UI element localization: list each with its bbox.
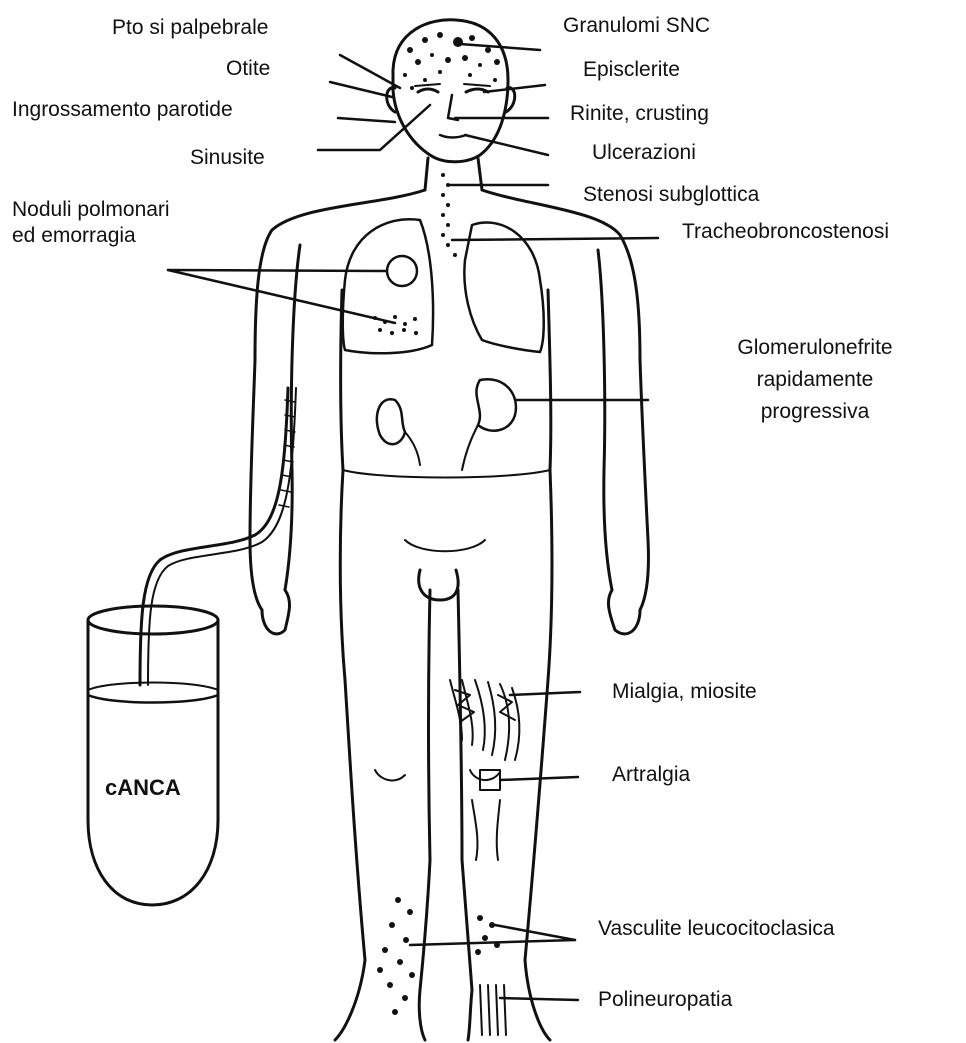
nose [448,95,458,120]
label-otite: Otite [226,57,270,81]
leader-sinusite [318,105,430,150]
test-tube [88,606,218,905]
left-lung [343,219,433,353]
leader-tracheo [452,238,658,240]
label-glomerulo-2: rapidamente [690,368,940,392]
label-parotide: Ingrossamento parotide [12,98,233,122]
label-granulomi: Granulomi SNC [563,14,710,38]
leader-parotide [338,118,395,122]
leader-mialgia [510,692,580,695]
leader-polineuropatia [500,998,578,1000]
mouth [440,135,466,138]
label-glomerulo-1: Glomerulonefrite [690,336,940,360]
left-hand [262,590,290,634]
label-noduli-2: ed emorragia [12,224,136,248]
right-hand [608,590,640,634]
kidneys [377,379,516,470]
label-tracheo: Tracheobroncostenosi [682,220,889,244]
left-kidney [377,399,405,444]
leader-vasculite-b [410,940,575,945]
label-vasculite: Vasculite leucocitoclasica [598,917,835,941]
leader-vasculite-a [495,925,575,940]
label-mialgia: Mialgia, miosite [612,680,757,704]
leader-ptosi [340,55,400,88]
left-eye [418,89,438,92]
label-polineuropatia: Polineuropatia [598,988,732,1012]
label-glomerulo-3: progressiva [690,400,940,424]
label-ptosi: Pto si palpebrale [112,16,268,40]
right-kidney [476,379,516,430]
hair-granulomas [403,32,500,90]
label-sinusite: Sinusite [190,146,265,170]
leader-noduli-a [168,270,395,323]
label-episclerite: Episclerite [583,58,680,82]
right-lung [464,222,543,352]
label-canca: cANCA [105,776,181,800]
lung-hemorrhage [373,315,418,335]
lung-nodule [387,256,417,286]
label-artralgia: Artralgia [612,763,690,787]
feet-nerves [480,985,506,1035]
genitals [419,570,458,600]
body-outline [250,190,648,1040]
leader-artralgia [500,777,578,780]
label-ulcerazioni: Ulcerazioni [592,141,696,165]
leader-ulcerazioni [465,135,548,155]
label-stenosi: Stenosi subglottica [583,183,759,207]
label-rinite: Rinite, crusting [570,102,709,126]
label-noduli-1: Noduli polmonari [12,198,170,222]
leader-noduli-b [168,270,386,271]
leader-otite [330,82,392,97]
vasculitis-dots [377,897,500,1015]
